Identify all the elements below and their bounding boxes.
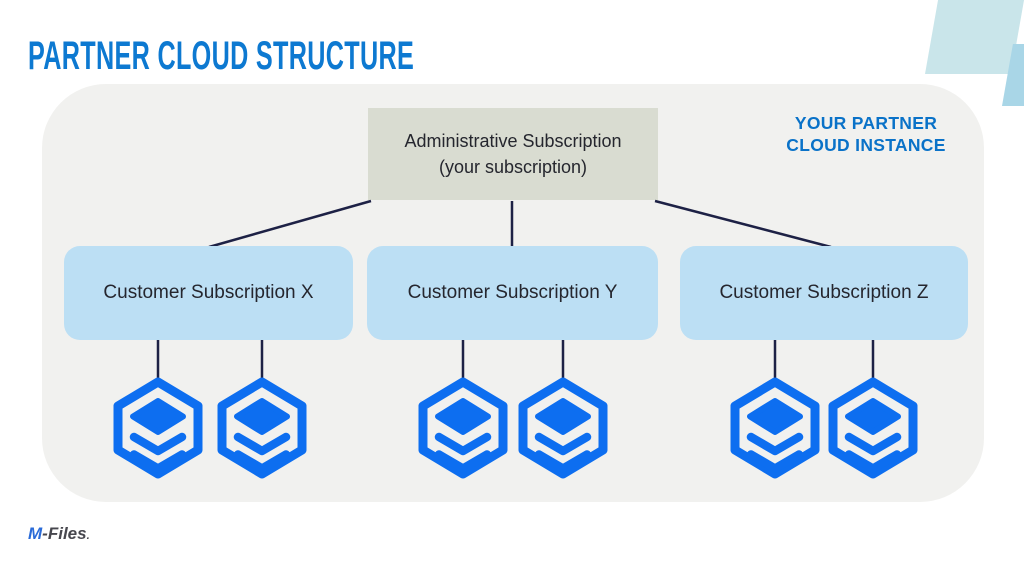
vault-icon — [828, 377, 918, 479]
vault-icon — [418, 377, 508, 479]
customer-subscription-label-x: Customer Subscription X — [103, 282, 314, 303]
mfiles-logo-dot: . — [86, 530, 90, 542]
customer-subscription-box-z: Customer Subscription Z — [680, 246, 968, 340]
admin-subscription-box: Administrative Subscription (your subscr… — [368, 108, 658, 200]
vault-icon — [518, 377, 608, 479]
instance-label: YOUR PARTNER CLOUD INSTANCE — [766, 112, 966, 156]
vault-icon — [113, 377, 203, 479]
admin-subscription-line2: (your subscription) — [438, 157, 588, 177]
customer-subscription-label-z: Customer Subscription Z — [719, 282, 929, 303]
customer-subscription-box-x: Customer Subscription X — [64, 246, 353, 340]
admin-subscription-label: Administrative Subscription (your subscr… — [404, 128, 621, 180]
mfiles-logo: M-Files. — [28, 524, 90, 544]
instance-label-line1: YOUR PARTNER — [794, 113, 938, 133]
vault-icon — [217, 377, 307, 479]
customer-subscription-box-y: Customer Subscription Y — [367, 246, 658, 340]
vault-icon — [730, 377, 820, 479]
mfiles-logo-text: -Files — [42, 524, 87, 543]
mfiles-logo-m: M — [28, 524, 43, 543]
admin-subscription-line1: Administrative Subscription — [404, 131, 622, 151]
customer-subscription-label-y: Customer Subscription Y — [407, 282, 618, 303]
instance-label-line2: CLOUD INSTANCE — [786, 135, 946, 155]
page-title: PARTNER CLOUD STRUCTURE — [28, 34, 415, 78]
